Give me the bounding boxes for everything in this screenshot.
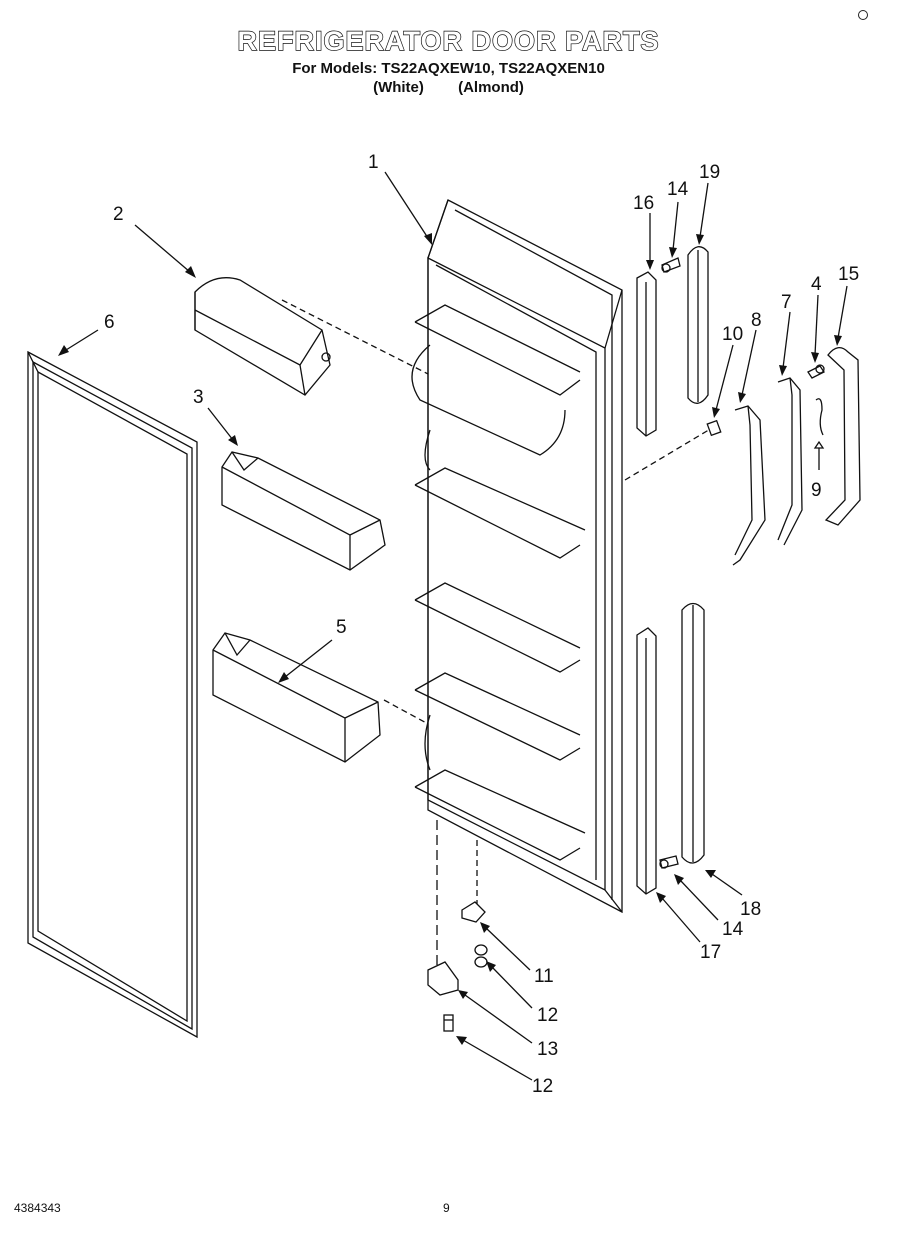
callout-12-upper: 12 bbox=[537, 1005, 558, 1026]
callout-18: 18 bbox=[740, 899, 761, 920]
page-title: REFRIGERATOR DOOR PARTS bbox=[237, 25, 660, 56]
part-7-bracket bbox=[777, 377, 803, 546]
callout-14-upper: 14 bbox=[667, 179, 689, 200]
alignment-lines bbox=[281, 299, 713, 975]
part-15-bracket bbox=[824, 347, 861, 526]
part-17-lower-trim bbox=[636, 627, 657, 895]
part-16-upper-trim bbox=[636, 271, 657, 437]
callout-3: 3 bbox=[193, 387, 204, 408]
part-19-upper-handle bbox=[687, 246, 709, 404]
callout-19: 19 bbox=[699, 162, 720, 183]
callout-13: 13 bbox=[537, 1039, 558, 1060]
callout-1: 1 bbox=[368, 152, 379, 173]
model-numbers: TS22AQXEW10, TS22AQXEN10 bbox=[381, 60, 605, 77]
corner-circle-mark bbox=[858, 10, 868, 20]
color-line: (White) (Almond) bbox=[0, 79, 897, 96]
part-8-bracket bbox=[732, 405, 766, 566]
models-prefix: For Models: bbox=[292, 60, 378, 77]
part-1-door bbox=[411, 199, 623, 914]
part-6-gasket bbox=[27, 350, 198, 1039]
callout-2: 2 bbox=[113, 204, 124, 225]
part-12-screw-lower bbox=[443, 1014, 454, 1032]
document-number: 4384343 bbox=[14, 1201, 61, 1215]
part-11-hinge-pin bbox=[461, 901, 486, 923]
part-3-door-shelf bbox=[221, 451, 386, 571]
callout-17: 17 bbox=[700, 942, 721, 963]
part-14-screw-lower bbox=[659, 855, 679, 869]
callout-4: 4 bbox=[811, 274, 822, 295]
callout-11: 11 bbox=[534, 966, 554, 987]
callout-numbers: 1 2 3 5 6 16 14 19 15 4 7 8 10 9 18 14 1… bbox=[104, 152, 859, 1097]
part-4-screw bbox=[807, 364, 825, 379]
part-9-clip bbox=[813, 398, 825, 470]
model-line: For Models: TS22AQXEW10, TS22AQXEN10 bbox=[0, 60, 897, 77]
part-13-hinge bbox=[427, 961, 459, 996]
callout-15: 15 bbox=[838, 264, 859, 285]
page-number: 9 bbox=[443, 1201, 450, 1215]
callout-14-lower: 14 bbox=[722, 919, 744, 940]
callout-7: 7 bbox=[781, 292, 792, 313]
part-2-dairy-compartment bbox=[194, 277, 331, 396]
color-almond: (Almond) bbox=[458, 79, 524, 96]
part-14-screw-upper bbox=[661, 257, 681, 273]
callout-9: 9 bbox=[811, 480, 822, 501]
part-10-clip bbox=[706, 419, 722, 437]
part-5-door-bin bbox=[212, 632, 381, 763]
callout-5: 5 bbox=[336, 617, 347, 638]
color-white: (White) bbox=[373, 79, 424, 96]
leader-lines bbox=[58, 171, 848, 1081]
part-12-screw-upper bbox=[474, 944, 488, 968]
callout-10: 10 bbox=[722, 324, 743, 345]
part-18-lower-handle bbox=[681, 602, 705, 864]
callout-12-lower: 12 bbox=[532, 1076, 553, 1097]
callout-16: 16 bbox=[633, 193, 654, 214]
callout-6: 6 bbox=[104, 312, 115, 333]
callout-8: 8 bbox=[751, 310, 762, 331]
